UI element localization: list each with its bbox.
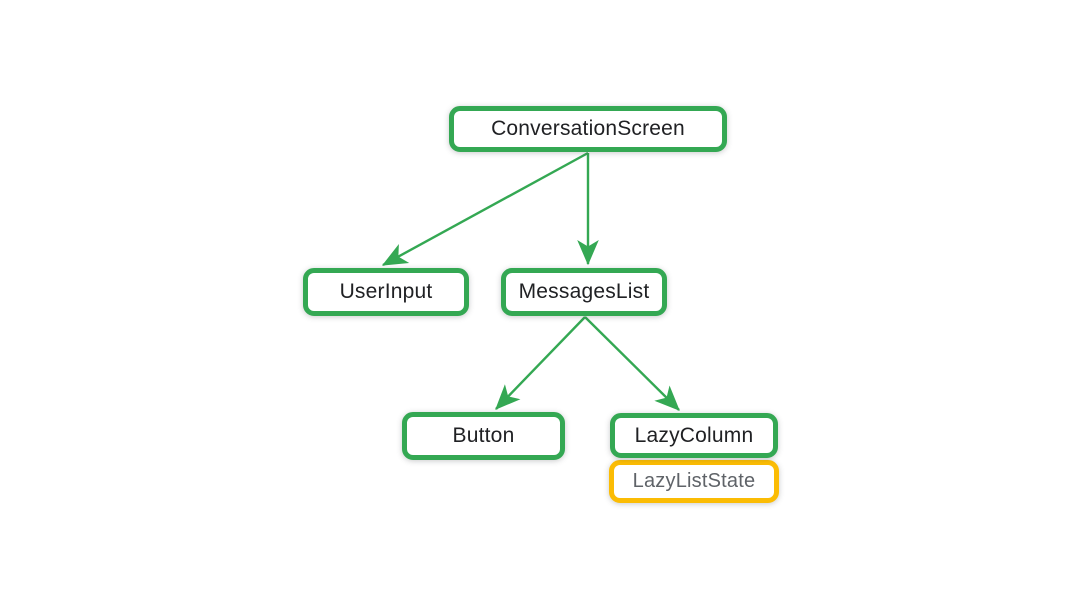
- edge-messageslist-lazycolumn: [584, 316, 680, 411]
- edge-conversationscreen-userinput: [381, 151, 589, 267]
- node-lazy-list-state-label: LazyListState: [632, 470, 756, 492]
- node-button-label: Button: [452, 424, 515, 447]
- node-conversation-screen-label: ConversationScreen: [491, 117, 685, 140]
- node-conversation-screen: ConversationScreen: [449, 106, 727, 152]
- node-lazy-column-label: LazyColumn: [634, 423, 754, 447]
- node-messages-list-label: MessagesList: [518, 280, 650, 303]
- node-lazy-column: LazyColumn: [610, 413, 778, 458]
- node-messages-list: MessagesList: [501, 268, 667, 316]
- node-button: Button: [402, 412, 565, 460]
- node-lazy-list-state: LazyListState: [609, 460, 779, 503]
- node-user-input: UserInput: [303, 268, 469, 316]
- edge-messageslist-button: [495, 316, 586, 410]
- node-user-input-label: UserInput: [339, 280, 433, 303]
